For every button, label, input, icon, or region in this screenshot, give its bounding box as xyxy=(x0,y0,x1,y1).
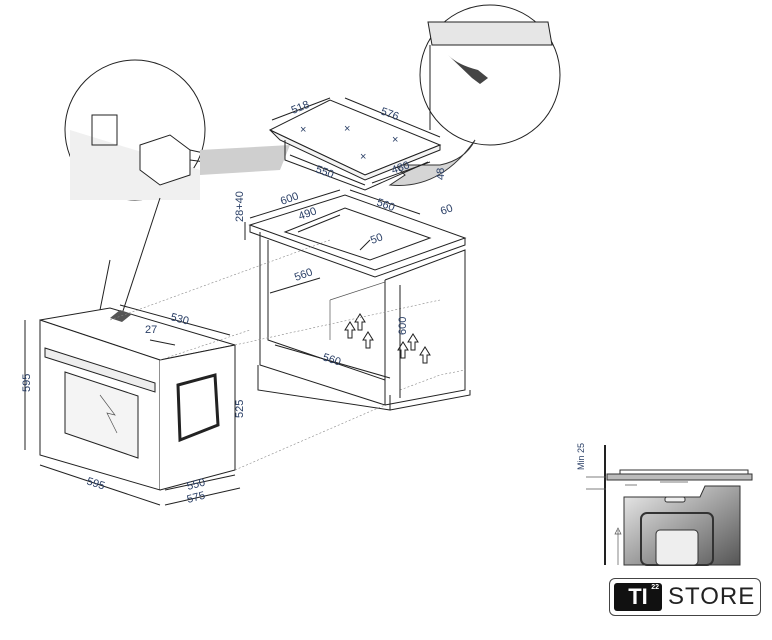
logo-superscript: 22 xyxy=(651,584,659,591)
hob-drawing: × × × × xyxy=(268,99,442,191)
dim-oven-front-offset: 27 xyxy=(145,324,157,336)
terminal-detail-callout xyxy=(64,59,290,321)
cabinet-drawing xyxy=(248,194,471,411)
dim-cabinet-width: 600 xyxy=(279,190,300,208)
dim-inner-depth: 560 xyxy=(293,266,314,284)
dim-rear-gap: 60 xyxy=(439,202,455,217)
dim-base-depth: 560 xyxy=(321,351,342,368)
logo-store-text: STORE xyxy=(668,583,756,610)
dim-cutout-width: 550 xyxy=(314,164,335,182)
logo-brand: TI xyxy=(628,584,648,609)
airflow-arrows xyxy=(344,313,431,364)
dim-oven-depth-top: 530 xyxy=(169,311,190,327)
store-logo: TI 22 STORE xyxy=(609,578,761,616)
oven-drawing xyxy=(39,239,441,491)
logo-mark: TI 22 xyxy=(614,583,662,611)
dim-oven-depth: 550 xyxy=(186,477,207,493)
dim-oven-body-height: 525 xyxy=(234,400,246,418)
svg-text:×: × xyxy=(300,124,306,136)
svg-text:×: × xyxy=(344,123,350,135)
svg-text:×: × xyxy=(392,134,398,146)
dim-hob-height: 48 xyxy=(435,168,447,180)
dim-hob-depth: 576 xyxy=(379,106,400,124)
dim-inner-width: 490 xyxy=(297,205,318,223)
dim-oven-height: 595 xyxy=(21,374,33,392)
dim-min-gap: Min 25 xyxy=(576,443,586,470)
dim-oven-width: 595 xyxy=(85,475,106,492)
dim-cutout-depth: 480 xyxy=(390,159,411,177)
svg-text:×: × xyxy=(360,151,366,163)
connector-icon xyxy=(448,55,488,84)
hob-detail-callout xyxy=(388,4,561,186)
dimension-lines xyxy=(24,97,441,506)
dim-cabinet-height: 600 xyxy=(397,317,409,335)
dim-oven-total-depth: 575 xyxy=(186,490,207,506)
dim-top-thickness: 28+40 xyxy=(234,191,246,222)
dim-front-offset: 50 xyxy=(369,231,385,246)
ventilation-detail xyxy=(586,445,753,566)
dim-cabinet-depth: 560 xyxy=(375,197,396,215)
